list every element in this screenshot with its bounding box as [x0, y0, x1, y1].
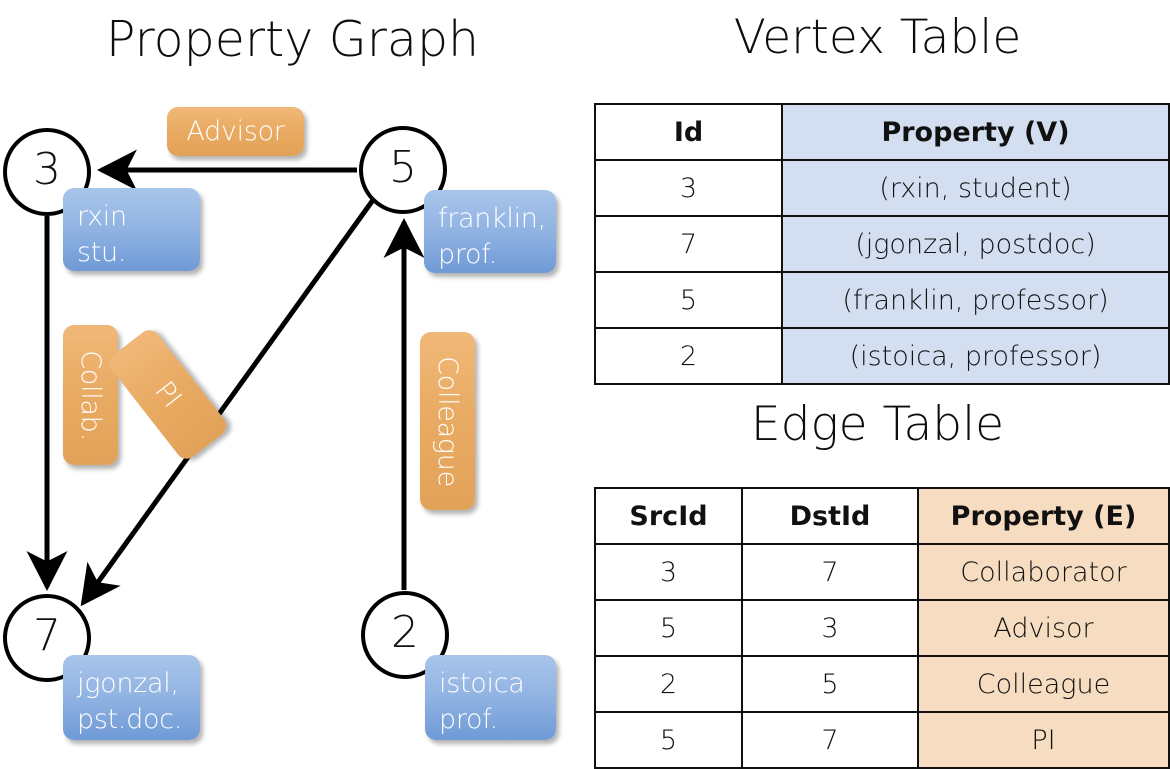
edge-label-colleague: Colleague: [420, 332, 475, 510]
graph-node-5-label: 5: [389, 142, 417, 193]
graph-node-2[interactable]: 2: [361, 591, 449, 679]
edge-label-collaborator: Collab.: [63, 325, 118, 465]
vertex-property-box-3-line1: rxin: [77, 201, 127, 232]
edge-row-1-src: 5: [594, 599, 743, 657]
vertex-row-0-property: (rxin, student): [781, 159, 1170, 217]
edge-row-2-property: Colleague: [917, 655, 1170, 713]
property-graph-panel: Property Graph: [0, 0, 585, 760]
page-title-edge-table: Edge Table: [750, 397, 1005, 452]
table-row[interactable]: 5 7 PI: [594, 711, 1170, 769]
vertex-table-header-id: Id: [594, 103, 783, 161]
vertex-row-1-id: 7: [594, 215, 783, 273]
vertex-property-box-2-line1: istoica: [439, 668, 525, 699]
vertex-table-header-property: Property (V): [781, 103, 1170, 161]
edge-row-1-property: Advisor: [917, 599, 1170, 657]
graph-node-7-label: 7: [33, 610, 61, 661]
table-row[interactable]: 7 (jgonzal, postdoc): [594, 215, 1170, 273]
edge-table-header-dstid: DstId: [741, 487, 919, 545]
vertex-row-0-id: 3: [594, 159, 783, 217]
page-title-property-graph: Property Graph: [105, 11, 480, 68]
edge-row-0-src: 3: [594, 543, 743, 601]
vertex-property-box-2-line2: prof.: [439, 704, 498, 735]
vertex-property-box-7-line1: jgonzal,: [77, 668, 179, 699]
vertex-property-box-5-line1: franklin,: [438, 203, 546, 234]
edge-row-3-property: PI: [917, 711, 1170, 769]
vertex-row-2-id: 5: [594, 271, 783, 329]
table-row[interactable]: 2 (istoica, professor): [594, 327, 1170, 385]
edge-table-header-property: Property (E): [917, 487, 1170, 545]
vertex-row-3-id: 2: [594, 327, 783, 385]
edge-row-0-dst: 7: [741, 543, 919, 601]
vertex-property-box-5-line2: prof.: [438, 239, 497, 270]
table-row[interactable]: 3 7 Collaborator: [594, 543, 1170, 601]
edge-row-2-src: 2: [594, 655, 743, 713]
edge-5-to-7: [80, 198, 376, 607]
table-row[interactable]: 5 (franklin, professor): [594, 271, 1170, 329]
edge-table-header-row: SrcId DstId Property (E): [594, 487, 1170, 545]
edge-table-header-srcid: SrcId: [594, 487, 743, 545]
page-title-vertex-table: Vertex Table: [733, 10, 1022, 65]
edge-row-1-dst: 3: [741, 599, 919, 657]
table-row[interactable]: 2 5 Colleague: [594, 655, 1170, 713]
vertex-row-3-property: (istoica, professor): [781, 327, 1170, 385]
edge-row-2-dst: 5: [741, 655, 919, 713]
vertex-property-box-7: jgonzal, pst.doc.: [63, 655, 200, 740]
edge-label-advisor: Advisor: [167, 107, 304, 156]
graph-node-2-label: 2: [391, 607, 419, 658]
vertex-property-box-3: rxin stu.: [63, 188, 200, 271]
edge-row-3-dst: 7: [741, 711, 919, 769]
table-row[interactable]: 5 3 Advisor: [594, 599, 1170, 657]
graph-node-5[interactable]: 5: [359, 126, 447, 214]
table-row[interactable]: 3 (rxin, student): [594, 159, 1170, 217]
vertex-table: Id Property (V) 3 (rxin, student) 7 (jgo…: [594, 103, 1170, 385]
vertex-row-2-property: (franklin, professor): [781, 271, 1170, 329]
vertex-property-box-2: istoica prof.: [425, 655, 556, 740]
vertex-property-box-3-line2: stu.: [77, 237, 127, 268]
vertex-table-header-row: Id Property (V): [594, 103, 1170, 161]
edge-row-3-src: 5: [594, 711, 743, 769]
vertex-property-box-5: franklin, prof.: [424, 190, 556, 273]
graph-edges-svg: [26, 149, 425, 607]
edge-row-0-property: Collaborator: [917, 543, 1170, 601]
graph-node-3-label: 3: [33, 144, 61, 195]
vertex-row-1-property: (jgonzal, postdoc): [781, 215, 1170, 273]
edge-table: SrcId DstId Property (E) 3 7 Collaborato…: [594, 487, 1170, 769]
vertex-property-box-7-line2: pst.doc.: [77, 704, 183, 735]
